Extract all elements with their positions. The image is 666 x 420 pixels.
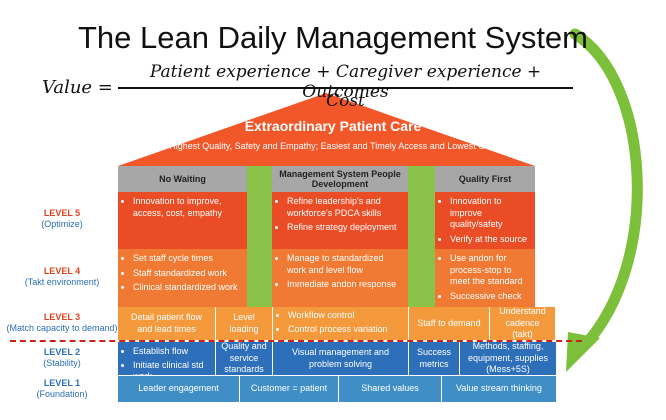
level4-quality: Use andon for process-stop to meet the s…	[435, 249, 535, 307]
level5-label: LEVEL 5 (Optimize)	[8, 208, 116, 230]
level5-name: LEVEL 5	[43, 208, 81, 218]
level4-desc: (Takt environment)	[24, 276, 100, 287]
level5-management: Refine leadership's and workforce's PDCA…	[272, 192, 408, 249]
roof-subtitle: Highest Quality, Safety and Empathy; Eas…	[169, 141, 497, 151]
level5-quality: Innovation to improve quality/safetyVeri…	[435, 192, 535, 249]
list-item: Set staff cycle times	[133, 253, 241, 265]
list-item: Verify at the source	[450, 234, 529, 246]
level4-no-waiting: Set staff cycle timesStaff standardized …	[118, 249, 247, 307]
list-item: Control process variation	[288, 324, 402, 336]
pillar-heading-no-waiting: No Waiting	[118, 166, 247, 192]
pillar-heading-quality-first: Quality First	[435, 166, 535, 192]
level2-label: LEVEL 2 (Stability)	[8, 347, 116, 369]
level1-name: LEVEL 1	[43, 378, 81, 388]
list-item: Manage to standardized work and level fl…	[287, 253, 402, 276]
pillar-heading-management: Management System People Development	[272, 166, 408, 192]
level2-flow: Establish flowInitiate clinical std work	[118, 342, 215, 381]
list-item: Refine leadership's and workforce's PDCA…	[287, 196, 402, 219]
list-item: Refine strategy deployment	[287, 222, 402, 234]
level3-staff-to-demand: Staff to demand	[409, 307, 489, 340]
page-title: The Lean Daily Management System	[77, 20, 589, 55]
level2-methods: Methods, staffing, equipment, supplies (…	[460, 341, 556, 375]
level2-success-metrics: Success metrics	[409, 342, 459, 375]
level5-desc: (Optimize)	[41, 218, 83, 229]
level3-level-loading: Level loading	[216, 307, 272, 340]
cycle-arrow-icon	[569, 28, 643, 351]
level1-desc: (Foundation)	[36, 388, 88, 399]
formula-label: Value =	[42, 77, 113, 98]
list-item: Workflow control	[288, 310, 402, 322]
list-item: Successive check	[450, 291, 529, 303]
level4-name: LEVEL 4	[43, 266, 81, 276]
level2-standards: Quality and service standards	[216, 341, 272, 375]
level1-shared-values: Shared values	[339, 376, 441, 402]
stability-divider	[10, 340, 582, 342]
list-item: Innovation to improve quality/safety	[450, 196, 529, 231]
pillar-gap-right	[408, 166, 435, 307]
level3-desc: (Match capacity to demand)	[6, 322, 118, 333]
arrow-head-icon	[566, 332, 600, 372]
level2-visual-management: Visual management and problem solving	[273, 342, 408, 375]
level1-leader-engagement: Leader engagement	[118, 376, 239, 402]
level3-cadence: Understand cadence (takt)	[490, 306, 555, 340]
list-item: Immediate andon response	[287, 279, 402, 291]
list-item: Establish flow	[133, 346, 209, 358]
level5-no-waiting: Innovation to improve, access, cost, emp…	[118, 192, 247, 249]
roof-title: Extraordinary Patient Care	[244, 118, 422, 134]
formula-denominator: Cost	[326, 91, 365, 111]
level4-management: Manage to standardized work and level fl…	[272, 249, 408, 307]
list-item: Use andon for process-stop to meet the s…	[450, 253, 529, 288]
level1-value-stream: Value stream thinking	[442, 376, 556, 402]
level2-name: LEVEL 2	[43, 347, 81, 357]
level2-desc: (Stability)	[43, 357, 81, 368]
list-item: Innovation to improve, access, cost, emp…	[133, 196, 241, 219]
level3-label: LEVEL 3 (Match capacity to demand)	[4, 312, 120, 334]
level3-workflow: Workflow controlControl process variatio…	[273, 307, 408, 340]
level1-customer: Customer = patient	[240, 376, 338, 402]
level3-name: LEVEL 3	[43, 312, 81, 322]
list-item: Clinical standardized work	[133, 282, 241, 294]
list-item: Staff standardized work	[133, 268, 241, 280]
level1-label: LEVEL 1 (Foundation)	[8, 378, 116, 400]
level3-patient-flow: Detail patient flow and lead times	[118, 307, 215, 340]
formula-fraction-bar	[118, 87, 573, 89]
pillar-gap-left	[247, 166, 272, 307]
level4-label: LEVEL 4 (Takt environment)	[8, 266, 116, 288]
